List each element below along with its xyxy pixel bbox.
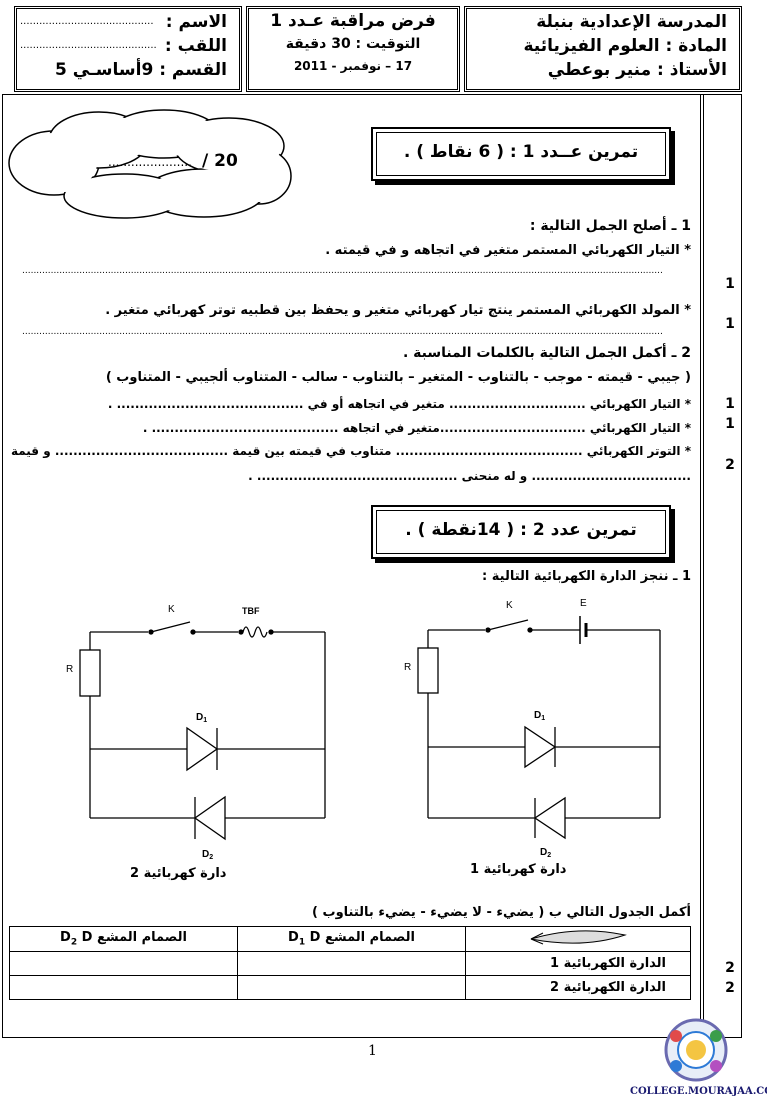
circuit2-d2-label: D2	[202, 849, 213, 861]
circuit1-d1-sub: 1	[541, 715, 545, 722]
circuit1-d2-sub: 2	[547, 852, 551, 859]
score-cloud	[8, 109, 292, 219]
ex2-q1-title: 1 ـ ننجز الدارة الكهربائية التالية :	[482, 569, 691, 584]
header-arrow-cell	[465, 926, 691, 952]
surname-label: اللقب :	[164, 36, 227, 56]
row-label-circuit2: الدارة الكهربائية 2	[465, 975, 691, 1000]
ex2-title: تمرين عدد 2 : ( 14نقطة ) .	[405, 520, 637, 540]
surname-dots[interactable]: ........................................…	[20, 40, 157, 51]
mark-table-row1: 2	[725, 960, 735, 976]
circuit1-d1-label: D1	[534, 710, 545, 722]
school-name: المدرسة الإعدادية بنبلة	[536, 12, 727, 32]
header-d1-sub: 1	[298, 937, 306, 948]
circuit1-e-label: E	[580, 598, 587, 609]
ex1-q1-answer1[interactable]: ........................................…	[22, 266, 663, 276]
mark-q2c: 2	[725, 457, 735, 473]
mark-table-row2: 2	[725, 980, 735, 996]
header-d2-sub: 2	[70, 937, 78, 948]
header-d2: D2 الصمام المشع D	[9, 926, 238, 952]
ex1-q1-sentence1: * التيار الكهربائي المستمر متغير في اتجا…	[325, 243, 691, 258]
cell-c2-d2[interactable]	[9, 975, 238, 1000]
ex1-q2-sentence3: * التوتر الكهربائي .....................…	[10, 444, 691, 458]
circuit2-d1-label: D1	[196, 712, 207, 724]
exam-title: فرض مراقبة عـدد 1	[270, 11, 436, 31]
ex1-q2-words: ( جيبي - قيمته - موجب - بالتناوب - المتغ…	[105, 370, 691, 385]
header-d1-label: الصمام المشع D	[309, 930, 415, 946]
name-label: الاسم :	[165, 12, 227, 32]
subject: المادة : العلوم الفيزيائية	[523, 36, 727, 56]
teacher: الأستاذ : منير بوعطي	[547, 60, 727, 80]
ex1-q2-sentence2: * التيار الكهربائي .....................…	[142, 421, 691, 435]
header-d2-label: الصمام المشع D	[81, 930, 187, 946]
cell-c1-d1[interactable]	[237, 951, 466, 976]
table-header-row: D2 الصمام المشع D D1 الصمام المشع D	[9, 926, 691, 952]
circuit2-r-label: R	[66, 664, 73, 675]
exam-info-box	[246, 6, 460, 92]
answer-table: D2 الصمام المشع D D1 الصمام المشع D الدا…	[9, 926, 691, 1000]
table-row: الدارة الكهربائية 1	[9, 951, 691, 976]
page-frame	[2, 94, 742, 1038]
circuit-2-diagram: K TBF R D1 D2	[66, 604, 326, 861]
circuit2-k-label: K	[168, 604, 175, 615]
table-instruction: أكمل الجدول التالي ب ( يضيء - لا يضيء - …	[312, 905, 691, 920]
exam-date: 17 – نوفمبر - 2011	[293, 59, 413, 73]
mark-q1a: 1	[725, 276, 735, 292]
name-dots[interactable]: ........................................…	[20, 16, 154, 27]
site-logo	[664, 1018, 728, 1082]
circuit1-d2-label: D2	[540, 847, 551, 859]
ex1-q1-title: 1 ـ أصلح الجمل التالية :	[529, 218, 691, 234]
mark-q2a: 1	[725, 396, 735, 412]
mark-q2b: 1	[725, 416, 735, 432]
circuit1-r-label: R	[404, 662, 411, 673]
table-row: الدارة الكهربائية 2	[9, 975, 691, 1000]
circuit-1-caption: دارة كهربائية 1	[470, 862, 567, 877]
ex1-title: تمرين عــدد 1 : ( 6 نقاط ) .	[403, 142, 639, 162]
ex1-q1-answer2[interactable]: ........................................…	[22, 327, 663, 337]
circuit1-k-label: K	[506, 600, 513, 611]
ex1-q2-sentence1: * التيار الكهربائي .....................…	[107, 397, 691, 411]
curved-arrow-icon	[530, 930, 627, 945]
circuit2-d2-sub: 2	[209, 854, 213, 861]
ex1-q2-title: 2 ـ أكمل الجمل التالية بالكلمات المناسبة…	[402, 345, 691, 361]
circuit-2-caption: دارة كهربائية 2	[130, 866, 227, 881]
circuit2-d1-sub: 1	[203, 717, 207, 724]
ex2-title-box	[371, 505, 671, 559]
class-label: القسم : 9أساسـي 5	[55, 60, 227, 80]
marks-column-divider-2	[703, 94, 704, 1038]
site-logo-text[interactable]: COLLEGE.MOURAJAA.COM	[630, 1086, 767, 1097]
marks-column-divider	[700, 94, 701, 1038]
circuit-1-diagram: K E R D1 D2	[404, 598, 661, 859]
student-info-box	[14, 6, 242, 92]
cell-c2-d1[interactable]	[237, 975, 466, 1000]
ex1-title-box	[371, 127, 671, 181]
mark-q1b: 1	[725, 316, 735, 332]
score-dots[interactable]: ......................	[108, 155, 192, 169]
page-number: 1	[368, 1043, 377, 1059]
score-total: 20 /	[202, 151, 238, 171]
exam-duration: التوقيت : 30 دقيقة	[285, 36, 421, 52]
ex1-q1-sentence2: * المولد الكهربائي المستمر ينتج تيار كهر…	[105, 303, 691, 318]
cell-c1-d2[interactable]	[9, 951, 238, 976]
header-d1: D1 الصمام المشع D	[237, 926, 466, 952]
circuit2-tbf-label: TBF	[242, 606, 260, 616]
school-info-box	[464, 6, 742, 92]
row-label-circuit1: الدارة الكهربائية 1	[465, 951, 691, 976]
ex1-q2-sentence4: ................................... و له…	[248, 469, 691, 483]
